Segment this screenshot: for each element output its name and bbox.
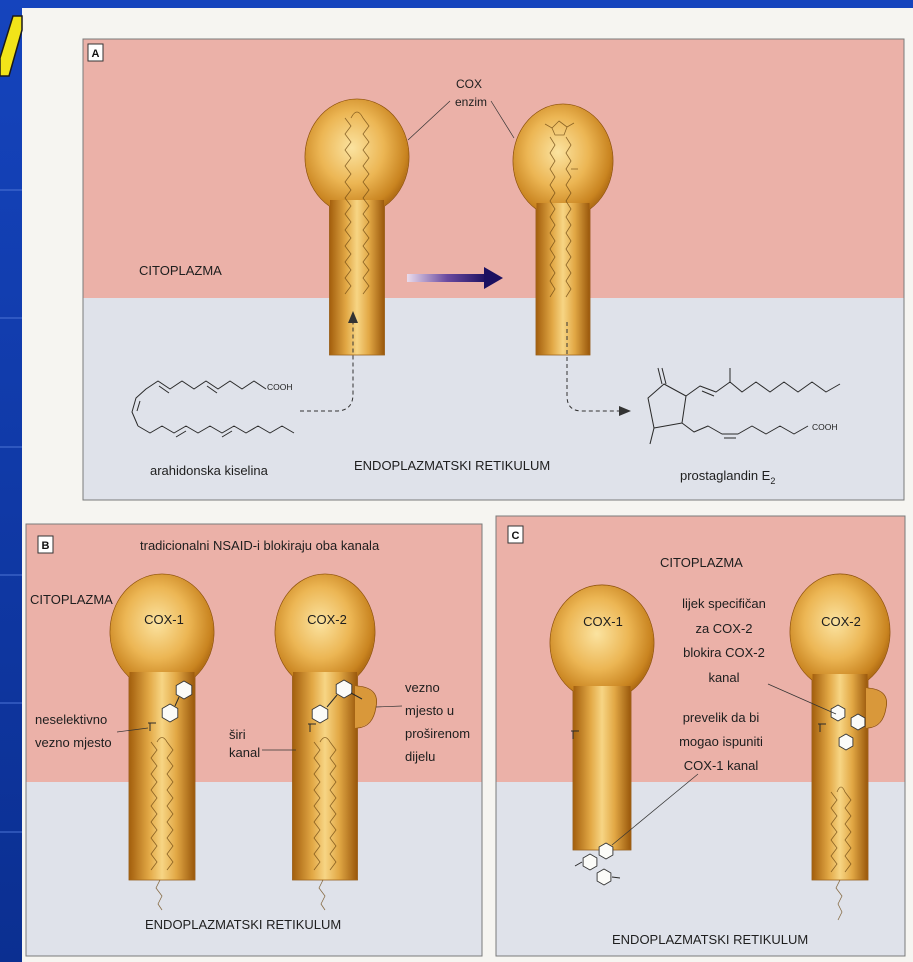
product-label-main: prostaglandin E <box>680 468 771 483</box>
pocket-label-line4: dijelu <box>405 749 435 764</box>
enzyme-channel <box>293 672 357 880</box>
drug-ring <box>176 681 192 699</box>
site-label-line2: vezno mjesto <box>35 735 112 750</box>
carboxyl-group: COOH <box>812 422 838 432</box>
reticulum-label: ENDOPLAZMATSKI RETIKULUM <box>354 458 550 473</box>
conversion-arrow-shaft <box>407 274 487 282</box>
too-big-label-line1: prevelik da bi <box>683 710 760 725</box>
drug-ring <box>599 843 613 859</box>
panel-label: A <box>92 48 100 60</box>
panel-label: C <box>512 530 520 542</box>
panel-a: A COX enzim CITOPLAZMA <box>83 39 904 500</box>
pocket-label-line1: vezno <box>405 680 440 695</box>
cytoplasm-label: CITOPLAZMA <box>139 263 222 278</box>
enzyme-channel <box>330 200 384 355</box>
drug-ring <box>162 704 178 722</box>
enzyme-name: COX-2 <box>821 614 861 629</box>
reticulum-label: ENDOPLAZMATSKI RETIKULUM <box>145 917 341 932</box>
selective-label-line1: lijek specifičan <box>682 596 766 611</box>
pocket-label-line2: mjesto u <box>405 703 454 718</box>
product-label-subscript: 2 <box>770 476 775 486</box>
selective-label-line4: kanal <box>708 670 739 685</box>
cytoplasm-label: CITOPLAZMA <box>30 592 113 607</box>
enzyme-head <box>550 585 653 700</box>
selective-label-line3: blokira COX-2 <box>683 645 765 660</box>
enzyme-channel <box>574 686 631 850</box>
panel-label: B <box>42 540 50 552</box>
site-label-line1: neselektivno <box>35 712 107 727</box>
enzyme-label-line1: COX <box>456 77 482 91</box>
too-big-label-line3: COX-1 kanal <box>684 758 759 773</box>
cytoplasm-region <box>83 39 904 298</box>
enzyme-channel <box>537 203 590 355</box>
panel-b: B tradicionalni NSAID-i blokiraju oba ka… <box>26 524 482 956</box>
enzyme-head <box>790 574 889 689</box>
drug-ring <box>839 734 853 750</box>
channel-label-line1: širi <box>229 727 246 742</box>
panel-caption: tradicionalni NSAID-i blokiraju oba kana… <box>140 538 380 553</box>
pocket-label-line3: proširenom <box>405 726 470 741</box>
cytoplasm-label: CITOPLAZMA <box>660 555 743 570</box>
drug-ring <box>312 705 328 723</box>
substrate-label: arahidonska kiselina <box>150 463 269 478</box>
panel-c: C CITOPLAZMA COX-1 COX-2 <box>496 516 905 956</box>
enzyme-name: COX-1 <box>583 614 623 629</box>
carboxyl-group: COOH <box>267 382 293 392</box>
drug-ring <box>851 714 865 730</box>
reticulum-label: ENDOPLAZMATSKI RETIKULUM <box>612 932 808 947</box>
enzyme-name: COX-2 <box>307 612 347 627</box>
drug-ring <box>597 869 611 885</box>
channel-label-line2: kanal <box>229 745 260 760</box>
drug-ring <box>336 680 352 698</box>
too-big-label-line2: mogao ispuniti <box>679 734 763 749</box>
enzyme-name: COX-1 <box>144 612 184 627</box>
enzyme-head <box>305 99 408 214</box>
enzyme-channel <box>130 672 195 880</box>
enzyme-label-line2: enzim <box>455 95 487 109</box>
enzyme-head <box>513 104 612 217</box>
enzyme-channel <box>813 674 868 880</box>
selective-label-line2: za COX-2 <box>695 621 752 636</box>
drug-ring <box>583 854 597 870</box>
